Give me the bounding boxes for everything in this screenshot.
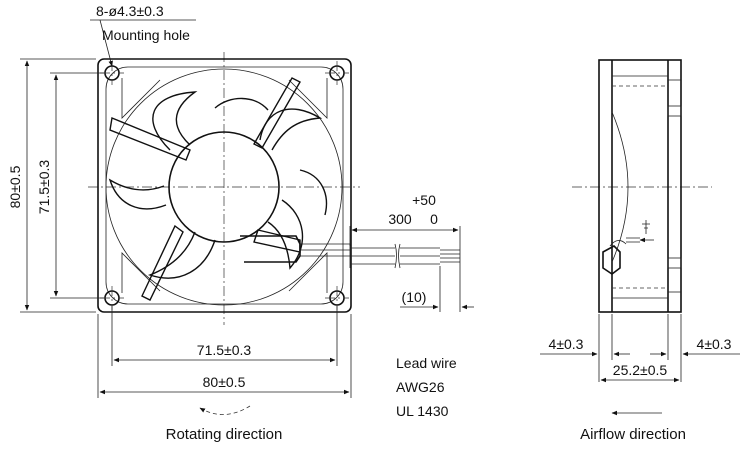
corner-brace-br	[288, 252, 328, 293]
mounting-hole-label: Mounting hole	[102, 27, 190, 43]
lead-wire	[240, 235, 460, 269]
lead-wire-label: Lead wire	[396, 355, 457, 371]
side-airflow-marker	[642, 220, 650, 234]
lead-strip-length: (10)	[402, 289, 427, 305]
rotating-direction-caption: Rotating direction	[166, 426, 283, 443]
width-outer-dimension: 80±0.5	[203, 374, 246, 390]
lead-wire-gauge: AWG26	[396, 379, 445, 395]
rotating-direction-arrow	[199, 405, 251, 415]
lead-length-tolerance-upper: +50	[412, 192, 436, 208]
side-frame-outline	[598, 59, 682, 313]
corner-brace-tr	[288, 78, 328, 119]
motor-hub	[168, 131, 280, 243]
impeller-blades	[108, 91, 328, 279]
side-view: 4±0.3 4±0.3 25.2±0.5 Airflow direction	[540, 59, 740, 443]
side-flange-left-dimension: 4±0.3	[549, 336, 584, 352]
width-hole-pitch-dimension: 71.5±0.3	[197, 342, 252, 358]
side-depth-dimension: 25.2±0.5	[613, 362, 668, 378]
mounting-holes	[100, 61, 349, 310]
fan-frame-outline	[97, 58, 352, 313]
lead-length-nominal: 300	[388, 211, 412, 227]
support-spokes	[109, 77, 301, 301]
height-hole-pitch-dimension: 71.5±0.3	[36, 160, 52, 215]
lead-wire-standard: UL 1430	[396, 403, 449, 419]
height-outer-dimension: 80±0.5	[7, 165, 23, 208]
lead-wire-dimensions: +50 300 0 (10) Lead wire AWG26 UL 1430	[349, 192, 474, 419]
side-wire-exit	[602, 245, 621, 275]
side-venturi-curve	[611, 111, 629, 263]
side-flange-right-dimension: 4±0.3	[697, 336, 732, 352]
corner-brace-bl	[121, 252, 161, 293]
mounting-hole-spec: 8-ø4.3±0.3	[96, 3, 164, 19]
venturi-circle	[105, 68, 343, 306]
corner-brace-tl	[121, 78, 161, 119]
lead-length-tolerance-lower: 0	[430, 211, 438, 227]
front-view: 8-ø4.3±0.3 Mounting hole 80±0.5 71.5±0.3…	[7, 3, 460, 443]
airflow-direction-caption: Airflow direction	[580, 426, 686, 443]
